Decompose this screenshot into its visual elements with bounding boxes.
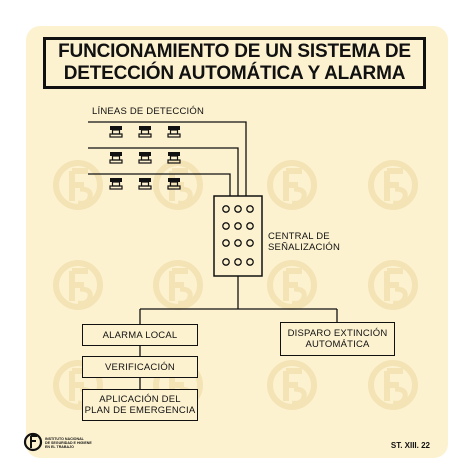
insht-logo-icon	[23, 432, 43, 452]
automatic-extinction-line-2: AUTOMÁTICA	[305, 339, 370, 350]
central-label: CENTRAL DE SEÑALIZACIÓN	[268, 231, 340, 253]
institute-line-2: DE SEGURIDAD E HIGIENE	[45, 441, 92, 446]
emergency-plan-line-1: APLICACIÓN DEL	[99, 394, 181, 405]
title-line-2: DETECCIÓN AUTOMÁTICA Y ALARMA	[63, 63, 406, 84]
institute-name: INSTITUTO NACIONAL DE SEGURIDAD E HIGIEN…	[45, 437, 92, 450]
detection-lines	[88, 121, 247, 196]
emergency-plan-line-2: PLAN DE EMERGENCIA	[84, 405, 196, 416]
alarm-local-label: ALARMA LOCAL	[102, 329, 178, 341]
verification-label: VERIFICACIÓN	[105, 361, 175, 373]
title-line-1: FUNCIONAMIENTO DE UN SISTEMA DE	[58, 41, 411, 62]
automatic-extinction-line-1: DISPARO EXTINCIÓN	[287, 328, 388, 339]
central-panel	[213, 195, 263, 277]
institute-line-1: INSTITUTO NACIONAL	[45, 437, 84, 441]
central-label-line-2: SEÑALIZACIÓN	[268, 242, 341, 253]
automatic-extinction-box: DISPARO EXTINCIÓN AUTOMÁTICA	[280, 322, 395, 356]
verification-box: VERIFICACIÓN	[82, 356, 198, 378]
central-label-line-1: CENTRAL DE	[268, 231, 330, 242]
sign-code: ST. XIII. 22	[390, 441, 430, 450]
institute-line-3: EN EL TRABAJO	[45, 445, 74, 450]
emergency-plan-box: APLICACIÓN DEL PLAN DE EMERGENCIA	[82, 389, 198, 421]
alarm-local-box: ALARMA LOCAL	[82, 324, 198, 346]
detection-lines-label: LÍNEAS DE DETECCIÓN	[92, 106, 205, 117]
output-connectors	[139, 276, 338, 389]
title-box: FUNCIONAMIENTO DE UN SISTEMA DE DETECCIÓ…	[43, 37, 426, 89]
